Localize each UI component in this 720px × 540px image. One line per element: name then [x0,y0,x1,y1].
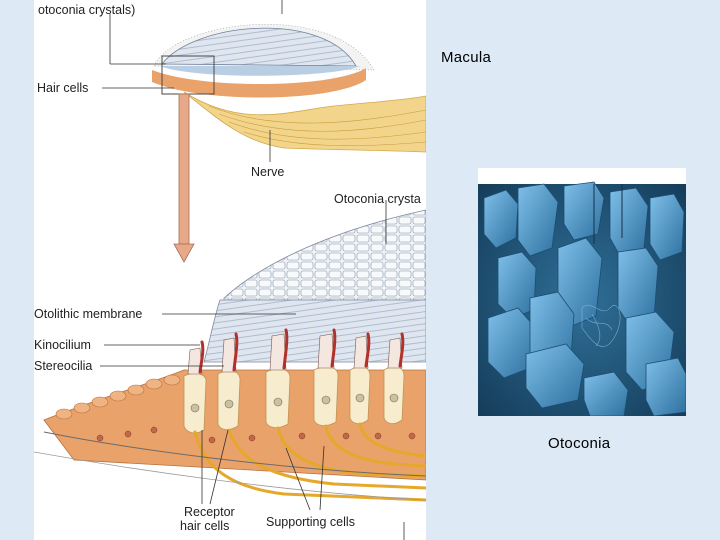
receptor-hair-cells-label-line1: Receptor [184,505,235,519]
supporting-cells-label: Supporting cells [266,515,355,529]
macula-diagram-illustration: otoconia crystals) Hair cells Nerve Otoc… [34,0,426,540]
otoconia-label: Otoconia [548,435,610,452]
hair-cells-label: Hair cells [37,81,88,95]
macula-diagram: otoconia crystals) Hair cells Nerve Otoc… [34,0,426,540]
macula-detail [34,200,426,540]
macula-label: Macula [441,49,491,66]
receptor-hair-cells-label-line2: hair cells [180,519,229,533]
otoconia-micrograph-image [478,168,686,416]
otolithic-membrane-label: Otolithic membrane [34,307,142,321]
stereocilia-label: Stereocilia [34,359,92,373]
nerve-label: Nerve [251,165,284,179]
otoconia-micrograph [478,168,686,416]
otoconia-crystals-top-label: otoconia crystals) [38,3,135,17]
otoconia-crystals-label: Otoconia crysta [334,192,421,206]
kinocilium-label: Kinocilium [34,338,91,352]
